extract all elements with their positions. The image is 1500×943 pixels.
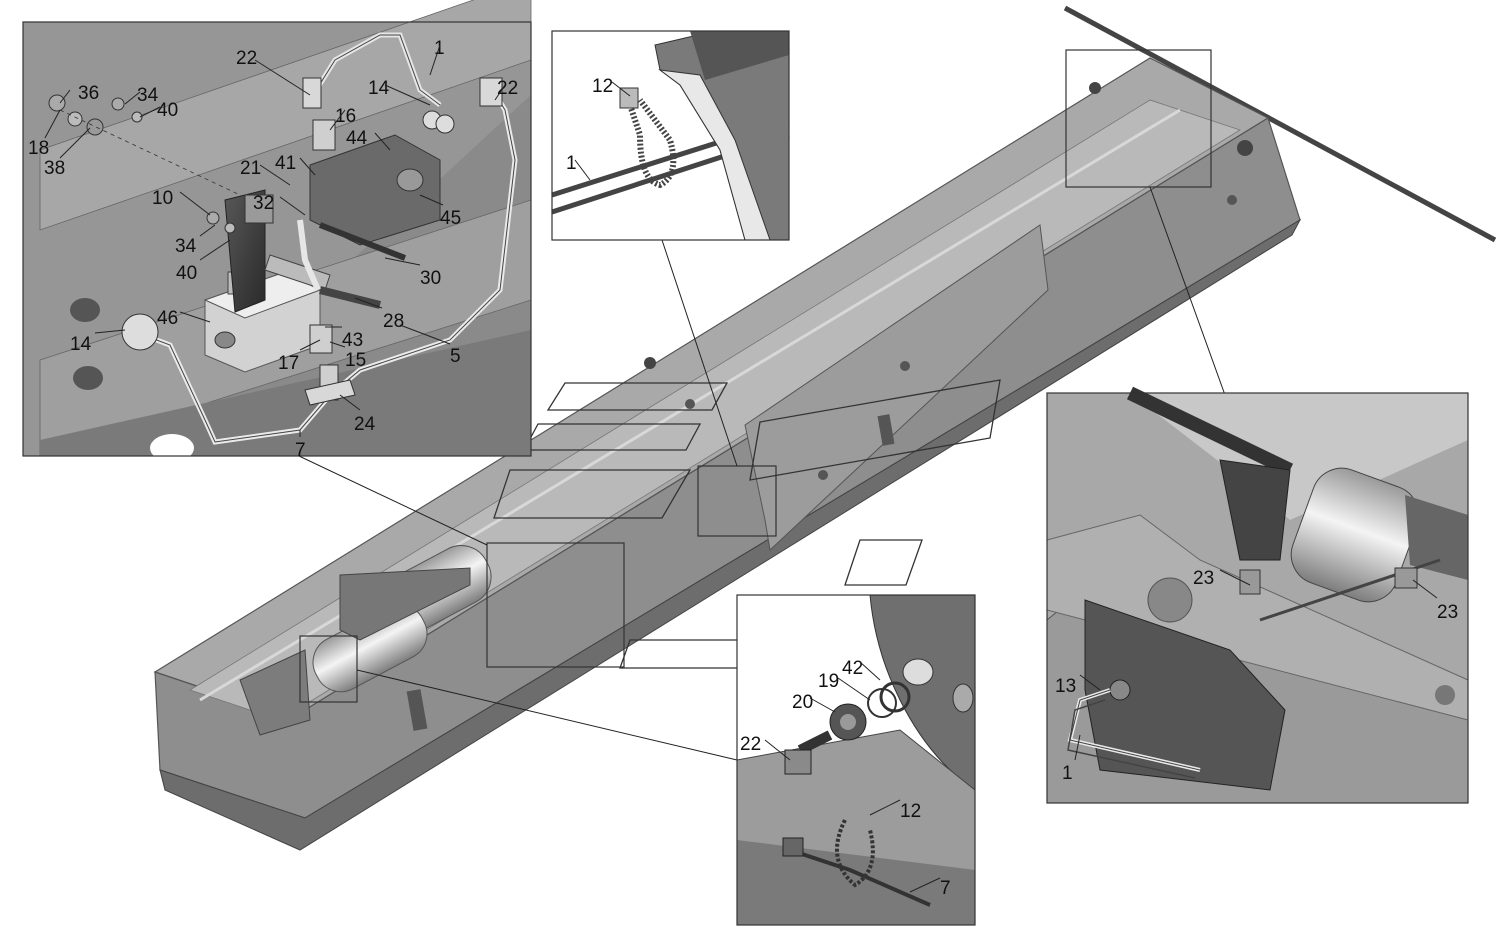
part-number-label: 40 bbox=[157, 100, 178, 121]
callout-box-receiver bbox=[299, 635, 358, 703]
label-leader-line bbox=[354, 297, 383, 309]
part-number-label: 45 bbox=[440, 208, 461, 229]
label-leader-line bbox=[1219, 569, 1251, 586]
part-number-label: 7 bbox=[940, 878, 951, 899]
label-leader-line bbox=[124, 91, 141, 105]
part-number-label: 36 bbox=[78, 83, 99, 104]
label-leader-line bbox=[259, 164, 291, 186]
label-leader-line bbox=[1079, 674, 1101, 691]
inset-sensor-bracket bbox=[1046, 386, 1469, 804]
part-number-label: 28 bbox=[383, 311, 404, 332]
label-leader-line bbox=[59, 89, 71, 104]
label-leader-line bbox=[179, 311, 211, 323]
label-leader-line bbox=[339, 394, 361, 411]
part-number-label: 40 bbox=[176, 263, 197, 284]
label-leader-line bbox=[611, 81, 631, 97]
part-number-label: 1 bbox=[566, 153, 577, 174]
label-leader-line bbox=[399, 324, 451, 345]
label-leader-line bbox=[1412, 579, 1438, 599]
part-number-label: 20 bbox=[792, 692, 813, 713]
callout-box-sensor bbox=[1065, 49, 1212, 188]
label-leader-line bbox=[494, 84, 506, 101]
label-leader-line bbox=[384, 257, 421, 266]
label-leader-line bbox=[329, 109, 346, 131]
label-leader-line bbox=[574, 159, 591, 181]
label-leader-line bbox=[299, 339, 321, 351]
part-number-label: 19 bbox=[818, 671, 839, 692]
part-number-label: 5 bbox=[450, 346, 461, 367]
label-leader-line bbox=[199, 239, 231, 261]
part-number-label: 12 bbox=[592, 76, 613, 97]
part-number-label: 14 bbox=[368, 78, 390, 99]
label-leader-line bbox=[94, 329, 126, 334]
label-leader-line bbox=[429, 44, 441, 76]
label-leader-line bbox=[299, 157, 316, 176]
label-leader-line bbox=[809, 697, 836, 713]
air-receiver bbox=[239, 545, 492, 736]
label-leader-line bbox=[279, 196, 306, 216]
label-leader-line bbox=[329, 341, 346, 348]
part-number-label: 38 bbox=[44, 158, 65, 179]
label-leader-line bbox=[59, 127, 91, 159]
part-number-label: 32 bbox=[253, 193, 274, 214]
callout-box-valve bbox=[486, 542, 625, 668]
label-leader-line bbox=[374, 132, 391, 151]
part-number-label: 41 bbox=[275, 153, 296, 174]
label-leader-line bbox=[1074, 734, 1081, 761]
part-number-label: 34 bbox=[137, 85, 159, 106]
part-number-label: 1 bbox=[1062, 763, 1073, 784]
label-leader-line bbox=[837, 677, 871, 701]
part-number-label: 17 bbox=[278, 353, 299, 374]
part-number-label: 22 bbox=[497, 78, 518, 99]
part-number-label: 22 bbox=[236, 48, 257, 69]
label-leader-line bbox=[419, 194, 444, 206]
part-number-label: 42 bbox=[842, 658, 863, 679]
leader-lines bbox=[279, 186, 1226, 761]
label-leader-line bbox=[199, 224, 216, 237]
label-leader-line bbox=[909, 877, 941, 893]
part-number-label: 43 bbox=[342, 330, 363, 351]
part-number-label: 15 bbox=[345, 350, 366, 371]
label-leader-line bbox=[869, 799, 901, 816]
part-number-label: 16 bbox=[335, 106, 356, 127]
part-number-label: 34 bbox=[175, 236, 197, 257]
part-number-label: 44 bbox=[346, 128, 368, 149]
label-leader-line bbox=[44, 109, 61, 139]
part-number-label: 21 bbox=[240, 158, 261, 179]
label-leader-line bbox=[859, 661, 881, 681]
part-number-label: 13 bbox=[1055, 676, 1076, 697]
part-number-label: 24 bbox=[354, 414, 376, 435]
part-number-label: 14 bbox=[70, 334, 92, 355]
inset-receiver-fitting bbox=[736, 594, 976, 926]
part-number-label: 23 bbox=[1193, 568, 1214, 589]
label-leader-line bbox=[764, 739, 791, 761]
part-number-label: 22 bbox=[740, 734, 761, 755]
label-leaders bbox=[44, 44, 1438, 893]
inset-clamp-detail bbox=[551, 30, 790, 241]
part-number-label: 12 bbox=[900, 801, 921, 822]
inset-valve-assembly bbox=[22, 0, 532, 462]
label-leader-line bbox=[139, 106, 161, 118]
part-number-label: 10 bbox=[152, 188, 173, 209]
part-number-label: 7 bbox=[295, 440, 306, 461]
part-number-label: 30 bbox=[420, 268, 441, 289]
label-leader-line bbox=[384, 84, 431, 106]
part-number-label: 46 bbox=[157, 308, 178, 329]
part-number-label: 23 bbox=[1437, 602, 1458, 623]
label-leader-line bbox=[254, 59, 311, 96]
part-number-label: 18 bbox=[28, 138, 49, 159]
label-leader-line bbox=[179, 191, 211, 216]
